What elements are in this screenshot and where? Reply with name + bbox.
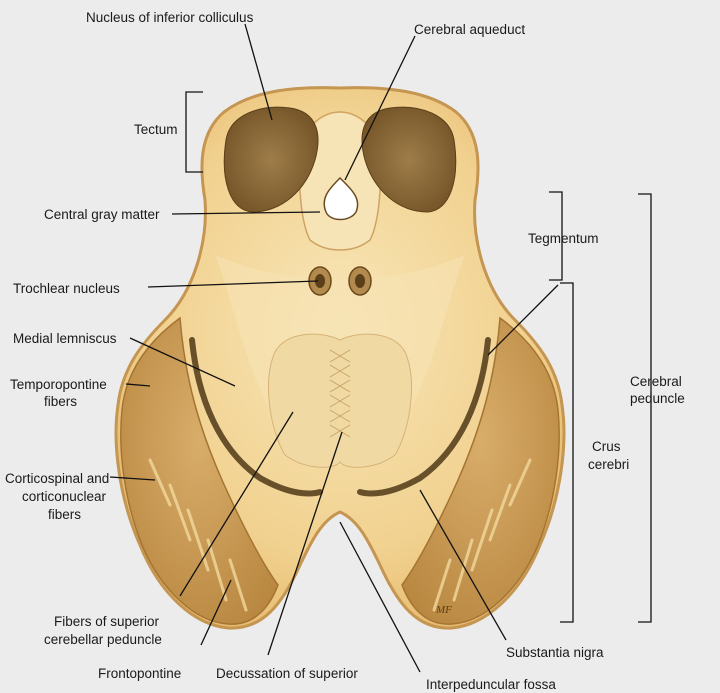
label-cerebral-aqueduct: Cerebral aqueduct [414,21,525,38]
label-trochlear-nucleus: Trochlear nucleus [13,280,120,297]
label-corticospinal-line3: fibers [48,506,81,523]
label-cerebral-peduncle-line1: Cerebral [630,373,682,390]
label-fibers-superior-cerebellar-line2: cerebellar peduncle [44,631,162,648]
label-central-gray-matter: Central gray matter [44,206,160,223]
label-temporopontine-line1: Temporopontine [10,376,107,393]
label-tectum: Tectum [134,121,178,138]
label-cerebral-peduncle-line2: peduncle [630,390,685,407]
label-crus-cerebri-line1: Crus [592,438,621,455]
label-nucleus-inferior-colliculus: Nucleus of inferior colliculus [86,9,253,26]
label-decussation-superior: Decussation of superior [216,665,358,682]
label-frontopontine: Frontopontine [98,665,181,682]
label-medial-lemniscus: Medial lemniscus [13,330,117,347]
label-fibers-superior-cerebellar-line1: Fibers of superior [54,613,159,630]
label-interpeduncular-fossa: Interpeduncular fossa [426,676,556,693]
label-crus-cerebri-line2: cerebri [588,456,629,473]
right-trochlear-core [355,274,365,288]
label-substantia-nigra: Substantia nigra [506,644,604,661]
label-tegmentum: Tegmentum [528,230,599,247]
label-temporopontine-line2: fibers [44,393,77,410]
artist-signature: MF [435,604,452,616]
label-corticospinal-line1: Corticospinal and [5,470,109,487]
label-corticospinal-line2: corticonuclear [22,488,106,505]
